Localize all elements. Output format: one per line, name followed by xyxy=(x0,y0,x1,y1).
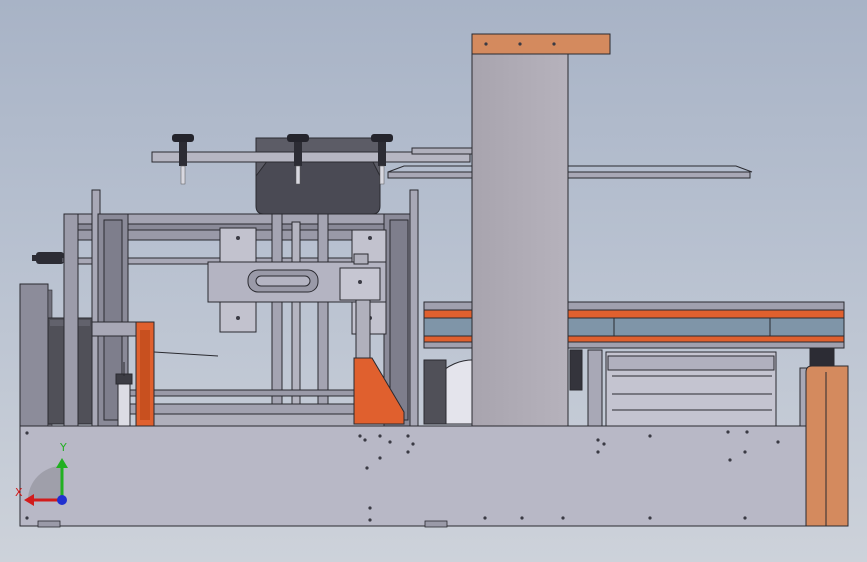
left-bracket-orange xyxy=(91,321,219,427)
clamp-knob-1 xyxy=(172,134,194,185)
end-plate-copper xyxy=(805,365,849,527)
clamp-knob-3 xyxy=(371,134,393,185)
clamp-knob-2 xyxy=(287,134,309,185)
top-guide-bar xyxy=(151,137,753,215)
conveyor-assembly xyxy=(423,301,845,427)
center-carriage xyxy=(207,227,387,335)
left-cabinet xyxy=(19,283,93,427)
x-axis-label: X xyxy=(15,486,23,499)
base-plate xyxy=(19,425,821,528)
vertical-column xyxy=(471,33,611,427)
y-axis-label: Y xyxy=(60,441,67,454)
right-guide-orange xyxy=(353,299,405,425)
half-disc xyxy=(423,359,477,425)
orientation-triad xyxy=(24,458,68,506)
